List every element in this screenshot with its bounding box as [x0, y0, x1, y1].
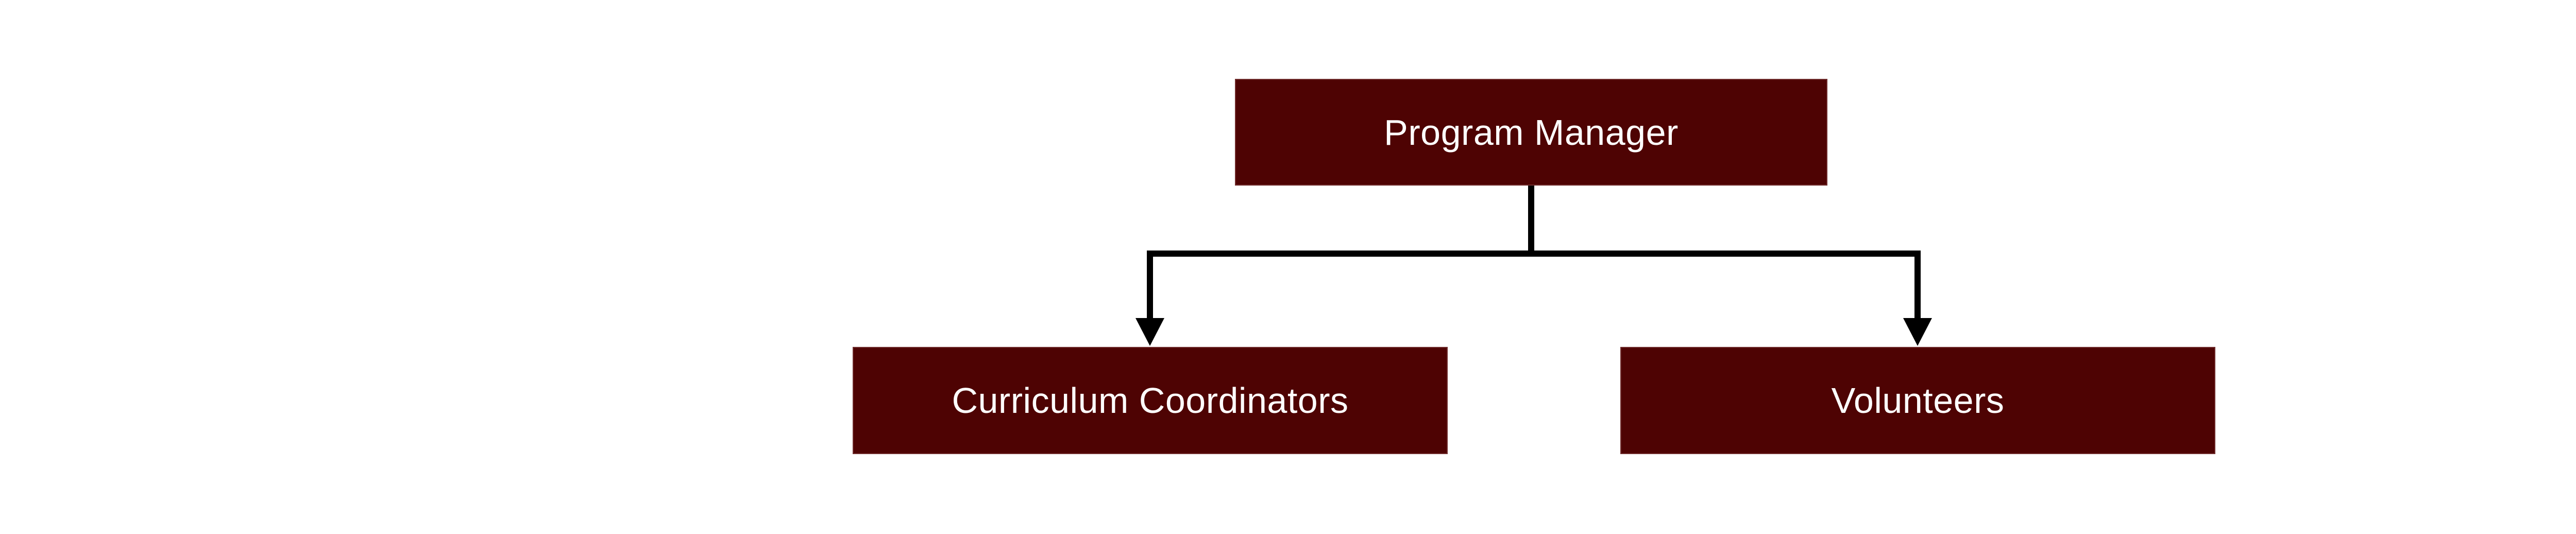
edge-program-manager-to-curriculum-coordinators	[1147, 185, 1534, 320]
node-curriculum-coordinators: Curriculum Coordinators	[853, 347, 1448, 454]
node-curriculum-coordinators-label: Curriculum Coordinators	[952, 380, 1349, 421]
node-volunteers: Volunteers	[1620, 347, 2215, 454]
node-program-manager: Program Manager	[1235, 79, 1827, 186]
node-volunteers-label: Volunteers	[1831, 380, 2005, 421]
arrowhead-volunteers-icon	[1903, 318, 1932, 346]
node-program-manager-label: Program Manager	[1384, 112, 1679, 153]
edge-program-manager-to-volunteers	[1528, 185, 1921, 320]
arrowhead-curriculum-coordinators-icon	[1136, 318, 1164, 346]
